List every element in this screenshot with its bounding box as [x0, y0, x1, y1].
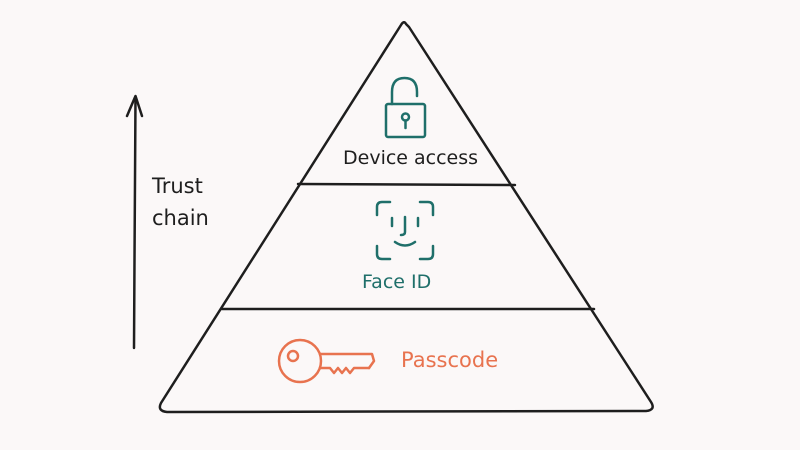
- pyramid-outline: [158, 21, 654, 414]
- face-id-corner-br: [418, 244, 435, 261]
- trust-arrow: [125, 94, 144, 350]
- arrow-shaft: [132, 95, 137, 350]
- unlocked-padlock-icon: [384, 76, 427, 139]
- face-id-corner-tr: [418, 200, 435, 217]
- trust-chain-label-line1: Trust: [152, 174, 203, 198]
- face-id-corner-bl: [375, 244, 392, 261]
- key-teeth: [318, 366, 371, 375]
- trust-chain-label-line2: chain: [152, 206, 209, 230]
- pyramid: [158, 21, 654, 414]
- key-icon: [277, 338, 376, 384]
- key-bow: [277, 338, 323, 384]
- padlock-body: [384, 102, 427, 139]
- face-id-nose: [399, 215, 407, 237]
- device-access-label: Device access: [343, 147, 479, 169]
- face-id-corner-tl: [375, 200, 392, 217]
- key-bow-hole: [286, 349, 300, 363]
- arrow-head: [125, 94, 144, 118]
- padlock-shackle: [390, 76, 419, 106]
- passcode-label: Passcode: [401, 348, 499, 372]
- face-id-mouth: [393, 240, 417, 247]
- face-id-label: Face ID: [362, 271, 432, 293]
- pyramid-divider-top: [296, 182, 517, 187]
- face-id-icon: [375, 200, 435, 261]
- key-blade-top: [318, 352, 376, 370]
